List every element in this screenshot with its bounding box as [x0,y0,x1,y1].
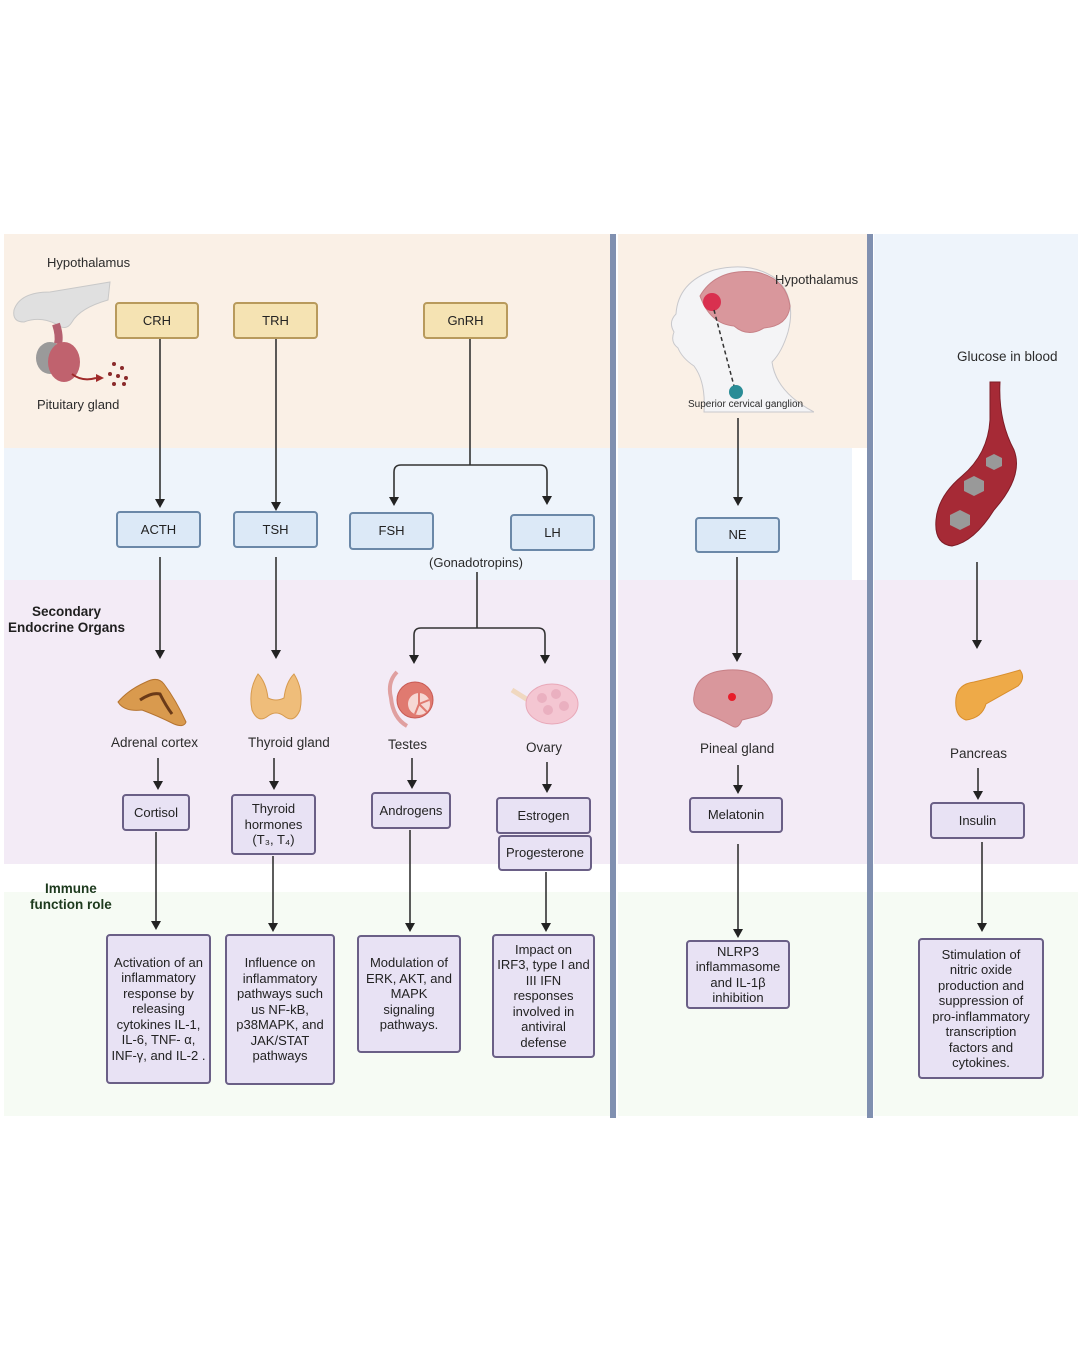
branch-gnrh [393,464,548,502]
role-text-line: III IFN [525,972,562,988]
immune-role-androgens[interactable]: Modulation of ERK, AKT, and MAPK signali… [357,935,461,1053]
role-text-line: inflammatory [242,970,318,986]
role-text-line: JAK/STAT [250,1032,310,1048]
role-text-line: response by [123,985,194,1001]
thyroid-gland-icon [250,673,302,720]
pituitary-gland-label: Pituitary gland [37,397,120,412]
melatonin-box[interactable]: Melatonin [689,797,783,833]
lh-box[interactable]: LH [510,514,595,551]
role-text-line: nitric oxide [949,962,1013,977]
role-text-line: pathways such [237,986,323,1002]
role-text-line: transcription [945,1024,1017,1039]
head-brain-illustration [670,266,814,413]
role-text-line: IL-6, TNF- α, [121,1032,196,1048]
role-text-line: pro-inflammatory [932,1008,1030,1024]
tsh-box[interactable]: TSH [233,511,318,548]
role-text-line: and IL-1β [710,974,766,990]
role-text-line: factors and [948,1039,1014,1055]
role-text-line: Activation of an [114,954,203,970]
hypothalamus-label: Hypothalamus [47,255,131,270]
role-text-line: inflammasome [695,959,781,974]
role-text-line: cytokines. [952,1055,1010,1070]
role-text-line: signaling [383,1001,435,1017]
trh-box[interactable]: TRH [233,302,318,339]
thyroid-hormones-box[interactable]: Thyroid hormones (T₃, T₄) [231,794,316,855]
androgens-box[interactable]: Androgens [371,792,451,829]
role-text-line: Influence on [244,955,316,971]
thyroid-gland-label: Thyroid gland [248,735,330,750]
role-text-line: Modulation of [369,955,449,971]
adrenal-cortex-icon [117,678,187,727]
fsh-box[interactable]: FSH [349,512,434,550]
role-text-line: pathways [252,1048,308,1064]
pineal-ne-band [618,448,852,580]
acth-box[interactable]: ACTH [116,511,201,548]
role-text-line: ERK, AKT, and [366,970,452,986]
secondary-label-line2: Endocrine Organs [8,620,126,635]
role-text-line: pathways. [379,1017,439,1033]
role-text-line: production and [937,977,1024,993]
role-text-line: MAPK [390,986,428,1002]
testes-label: Testes [388,737,428,752]
thyroid-hormones-line3: (T₃, T₄) [252,832,295,848]
role-text-line: responses [513,988,574,1004]
pineal-hypothalamus-label: Hypothalamus [775,272,859,287]
branch-gonads [413,627,546,660]
role-text-line: inflammatory [121,970,196,986]
crh-box[interactable]: CRH [115,302,199,339]
gnrh-box[interactable]: GnRH [423,302,508,339]
glucose-in-blood-label: Glucose in blood [957,349,1058,364]
secondary-label-line1: Secondary [32,604,102,619]
ovary-label: Ovary [526,740,563,755]
insulin-box[interactable]: Insulin [930,802,1025,839]
pituitary-illustration [13,281,128,386]
gonadotropins-label: (Gonadotropins) [429,555,523,570]
role-text-line: releasing [132,1001,185,1017]
progesterone-box[interactable]: Progesterone [498,835,592,871]
role-text-line: cytokines IL-1, [116,1016,201,1032]
role-text-line: involved in [512,1003,575,1019]
hypothalamus-band [4,234,610,448]
immune-role-label: Immune function role [30,881,112,913]
panel-divider-1 [610,234,616,1118]
adrenal-cortex-label: Adrenal cortex [111,735,199,750]
role-text-line: Stimulation of [941,946,1021,962]
secondary-organs-label: Secondary Endocrine Organs [8,604,125,636]
superior-cervical-ganglion-label: Superior cervical ganglion [688,399,804,410]
role-text-line: NLRP3 [717,943,759,959]
cortisol-box[interactable]: Cortisol [122,794,190,831]
role-text-line: Impact on [514,941,573,957]
immune-role-melatonin[interactable]: NLRP3 inflammasome and IL-1β inhibition [686,940,790,1009]
ovary-icon [510,683,579,725]
immune-role-ovary[interactable]: Impact on IRF3, type I and III IFN respo… [492,934,595,1058]
thyroid-hormones-line1: Thyroid [251,801,296,817]
pancreas-icon [955,669,1024,721]
immune-role-thyroid[interactable]: Influence on inflammatory pathways such … [225,934,335,1085]
panel-divider-2 [867,234,873,1118]
role-text-line: antiviral [521,1019,566,1035]
role-text-line: inhibition [712,990,764,1005]
immune-role-cortisol[interactable]: Activation of an inflammatory response b… [106,934,211,1084]
estrogen-box[interactable]: Estrogen [496,797,591,834]
role-text-line: INF-γ, and IL-2 . [111,1047,206,1063]
thyroid-hormones-line2: hormones [244,816,303,832]
role-text-line: IRF3, type I and [497,957,590,973]
immune-role-insulin[interactable]: Stimulation of nitric oxide production a… [918,938,1044,1079]
ne-box[interactable]: NE [695,517,780,553]
role-text-line: p38MAPK, and [236,1017,324,1033]
role-text-line: suppression of [938,993,1024,1008]
immune-label-line2: function role [30,897,112,912]
pancreas-label: Pancreas [950,746,1008,761]
role-text-line: us NF-kB, [251,1001,309,1017]
role-text-line: defense [520,1034,567,1050]
blood-vessel-icon [935,381,1017,547]
testes-icon [387,670,434,728]
pineal-gland-label: Pineal gland [700,741,775,756]
immune-label-line1: Immune [44,881,97,896]
pineal-brain-icon [693,669,773,728]
